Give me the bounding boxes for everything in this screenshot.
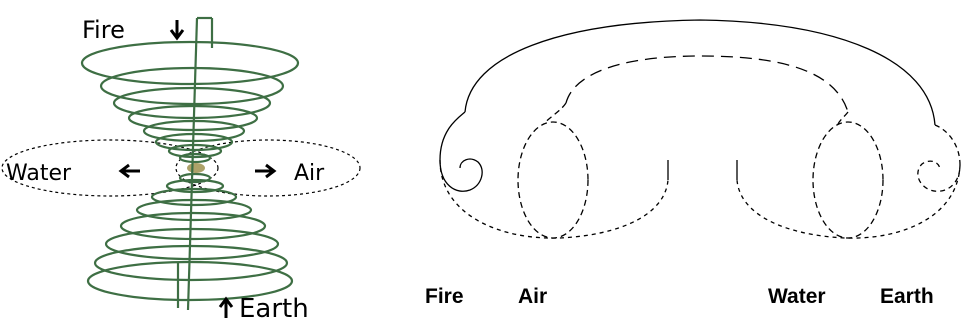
label-earth-right: Earth [880, 285, 934, 308]
air-tail [544, 103, 566, 124]
center-knot [187, 163, 205, 173]
water-left-arrow-icon [121, 165, 140, 177]
water-ellipse [813, 122, 883, 238]
lower-ring [121, 213, 265, 239]
fire-curl [440, 112, 482, 191]
upper-ring [101, 68, 283, 104]
label-fire: Fire [82, 16, 125, 44]
air-ellipse [518, 122, 588, 238]
arch-loops-diagram [440, 20, 960, 238]
air-right-arrow-icon [255, 165, 274, 177]
fire-down-arrow-icon [171, 20, 183, 38]
label-air: Air [294, 161, 325, 186]
label-earth: Earth [239, 294, 309, 324]
upper-ring [82, 42, 298, 84]
upper-spiral [82, 42, 298, 162]
label-air-right: Air [518, 285, 547, 308]
label-fire-right: Fire [425, 285, 464, 308]
earth-up-arrow-icon [220, 299, 232, 318]
fire-lower-loop [440, 160, 668, 238]
label-water: Water [6, 161, 72, 186]
inner-arch [566, 56, 848, 112]
vortex-diagram: Fire Water Air Earth [2, 16, 360, 324]
label-water-right: Water [768, 285, 826, 308]
lower-ring [106, 229, 278, 259]
earth-lower-loop [737, 165, 960, 238]
lower-ring [137, 200, 251, 220]
earth-curl [918, 125, 960, 191]
outer-arch [465, 20, 935, 125]
